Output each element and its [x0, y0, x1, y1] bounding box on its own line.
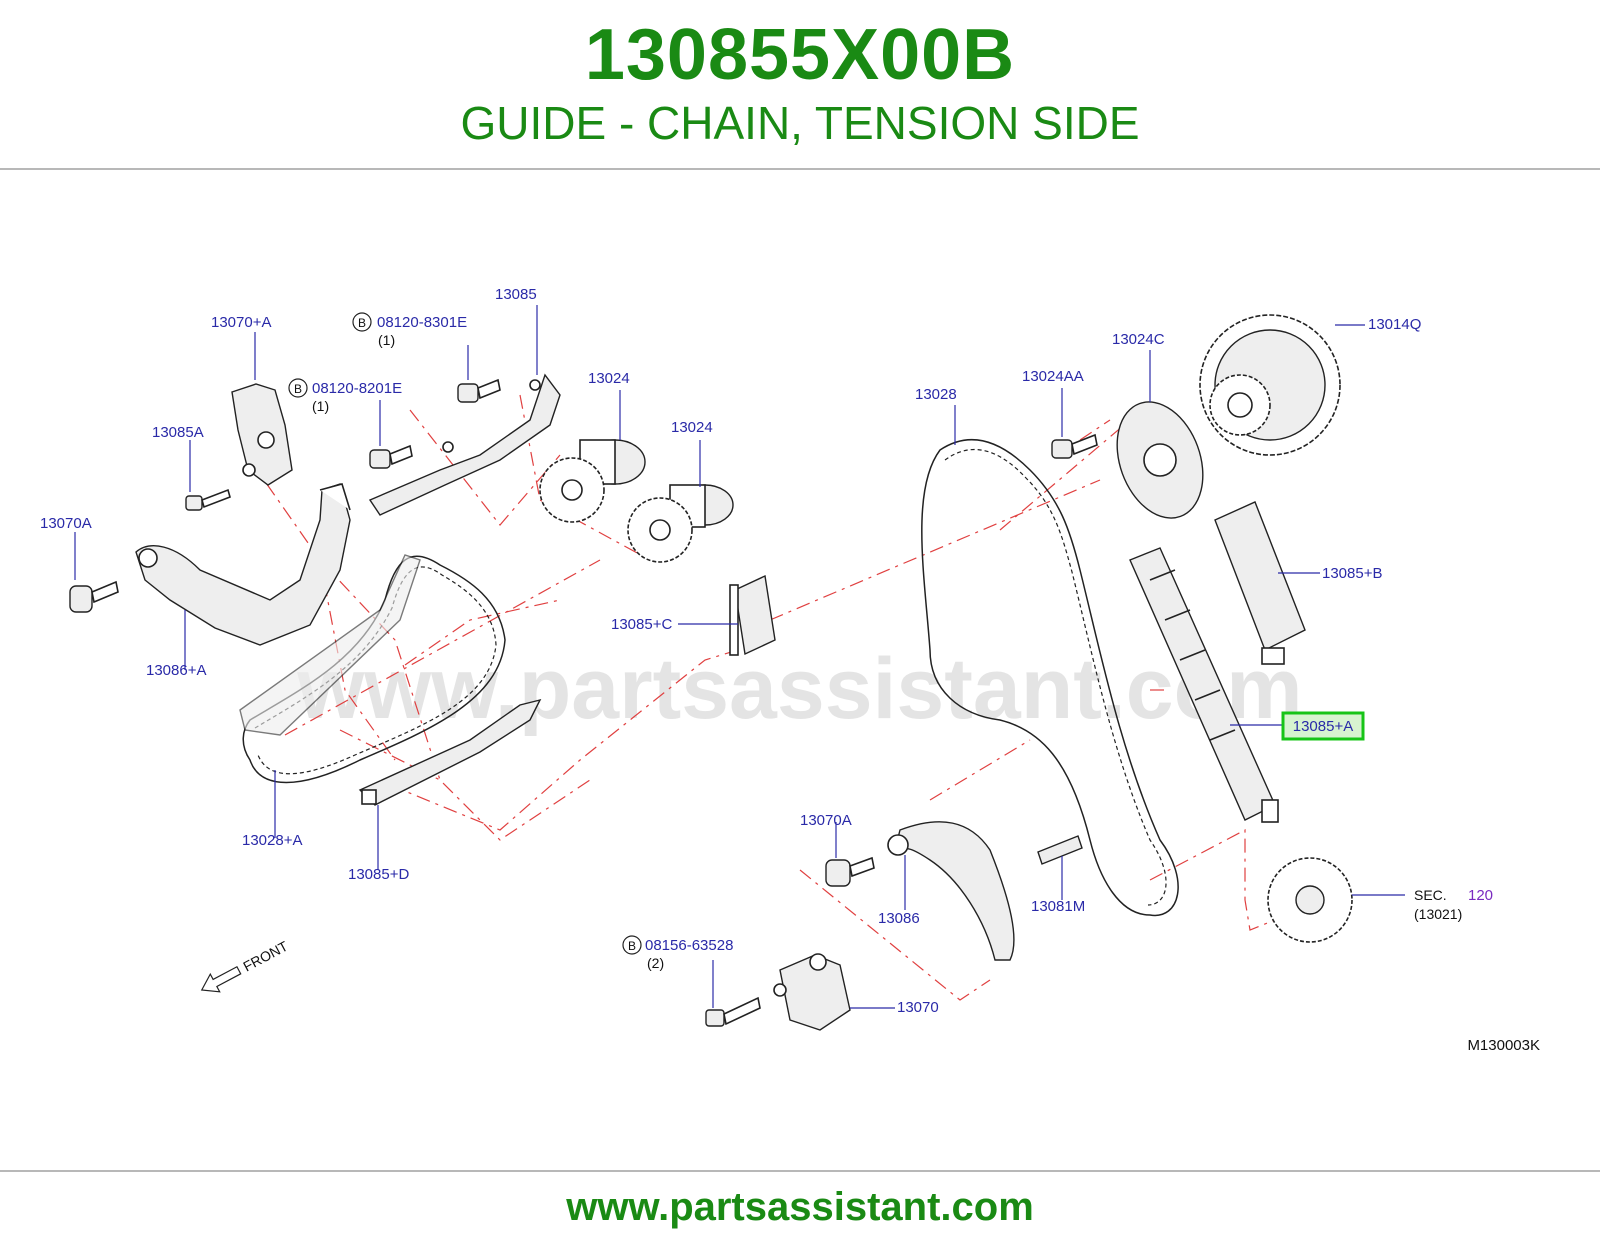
bolt-08120-8201E-drawing	[369, 444, 413, 469]
sec-number-link[interactable]: 120	[1468, 887, 1493, 904]
label-13028A[interactable]: 13028+A	[242, 832, 302, 849]
sprocket-13024-lower-drawing	[627, 484, 734, 563]
label-13070A-mid[interactable]: 13070A	[800, 812, 852, 829]
guide-13085-drawing	[368, 373, 561, 516]
label-08120-8201E[interactable]: 08120-8201E	[312, 380, 402, 397]
label-13085C[interactable]: 13085+C	[611, 616, 672, 633]
qty-08156-63528: (2)	[647, 955, 664, 971]
callout-08156-63528[interactable]: B 08156-63528 (2)	[622, 935, 733, 971]
tensioner-13070A-drawing	[231, 383, 293, 486]
dowel-13081M-drawing	[1037, 835, 1083, 865]
guide-13086-drawing	[887, 821, 1015, 961]
watermark-text: www.partsassistant.com	[296, 641, 1302, 737]
highlighted-part-13085A[interactable]: 13085+A	[1281, 711, 1365, 741]
callout-sec-120[interactable]: SEC. 120 (13021)	[1414, 887, 1493, 922]
bolt-08120-8301E-drawing	[457, 378, 501, 403]
callout-08120-8201E[interactable]: B 08120-8201E (1)	[288, 378, 402, 414]
leader-lines	[74, 305, 1405, 1009]
front-arrow-icon	[200, 965, 242, 993]
guide-13085A-tension-drawing	[1129, 547, 1279, 823]
highlight-box	[1281, 711, 1365, 741]
label-13024-upper[interactable]: 13024	[588, 370, 630, 387]
gear-13014Q-drawing	[1199, 314, 1341, 456]
label-13086A[interactable]: 13086+A	[146, 662, 206, 679]
label-13014Q[interactable]: 13014Q	[1368, 316, 1421, 333]
label-13070A-left[interactable]: 13070A	[40, 515, 92, 532]
chain-13028A-drawing	[239, 554, 506, 784]
qty-08120-8201E: (1)	[312, 398, 329, 414]
chain-13028-drawing	[921, 438, 1179, 917]
bolt-13085A-drawing	[185, 488, 231, 511]
b-marker-text: B	[358, 316, 366, 330]
label-13085D[interactable]: 13085+D	[348, 866, 409, 883]
sec-label: SEC.	[1414, 887, 1447, 903]
label-13024-lower[interactable]: 13024	[671, 419, 713, 436]
label-13024AA[interactable]: 13024AA	[1022, 368, 1084, 385]
b-marker-icon	[352, 312, 372, 332]
b-marker-text: B	[294, 382, 302, 396]
label-13085A[interactable]: 13085A	[152, 424, 204, 441]
qty-08120-8301E: (1)	[378, 332, 395, 348]
part-name-subtitle: GUIDE - CHAIN, TENSION SIDE	[460, 97, 1140, 149]
guide-13085B-drawing	[1214, 501, 1306, 665]
sprocket-13024-upper-drawing	[539, 439, 646, 523]
drawing-code: M130003K	[1467, 1037, 1540, 1054]
b-marker-icon	[622, 935, 642, 955]
part-number-title: 130855X00B	[584, 15, 1016, 95]
parts-diagram: www.partsassistant.com	[0, 172, 1600, 1168]
label-13070A-top[interactable]: 13070+A	[211, 314, 271, 331]
page-header: 130855X00B GUIDE - CHAIN, TENSION SIDE	[0, 0, 1600, 170]
label-13081M[interactable]: 13081M	[1031, 898, 1085, 915]
pivot-bolt-13070A-left-drawing	[69, 580, 119, 613]
b-marker-icon	[288, 378, 308, 398]
bolt-13024AA-drawing	[1051, 433, 1098, 459]
tensioner-13070-drawing	[773, 953, 851, 1031]
label-13085A-highlighted[interactable]: 13085+A	[1293, 718, 1353, 735]
front-indicator: FRONT	[200, 938, 291, 993]
label-08156-63528[interactable]: 08156-63528	[645, 937, 733, 954]
label-13086[interactable]: 13086	[878, 910, 920, 927]
front-label: FRONT	[240, 938, 290, 975]
exploded-view-svg: www.partsassistant.com	[40, 286, 1540, 1054]
header-divider	[0, 168, 1600, 170]
sec-sub-label: (13021)	[1414, 906, 1462, 922]
b-marker-text: B	[628, 939, 636, 953]
footer-url[interactable]: www.partsassistant.com	[566, 1185, 1034, 1229]
label-13085B[interactable]: 13085+B	[1322, 565, 1382, 582]
callout-08120-8301E[interactable]: B 08120-8301E (1)	[352, 312, 467, 348]
label-13028[interactable]: 13028	[915, 386, 957, 403]
guide-arm-13086A-drawing	[135, 483, 351, 646]
label-08120-8301E[interactable]: 08120-8301E	[377, 314, 467, 331]
plate-13024C-drawing	[1116, 401, 1204, 519]
bolt-08156-63528-drawing	[705, 996, 761, 1027]
guide-13085D-drawing	[358, 698, 542, 806]
label-13085[interactable]: 13085	[495, 286, 537, 303]
footer-divider	[0, 1170, 1600, 1172]
pivot-bolt-13070A-mid-drawing	[825, 856, 875, 887]
clip-13085C-drawing	[729, 574, 776, 656]
label-13070[interactable]: 13070	[897, 999, 939, 1016]
label-13024C[interactable]: 13024C	[1112, 331, 1165, 348]
crank-sprocket-drawing	[1267, 857, 1353, 943]
